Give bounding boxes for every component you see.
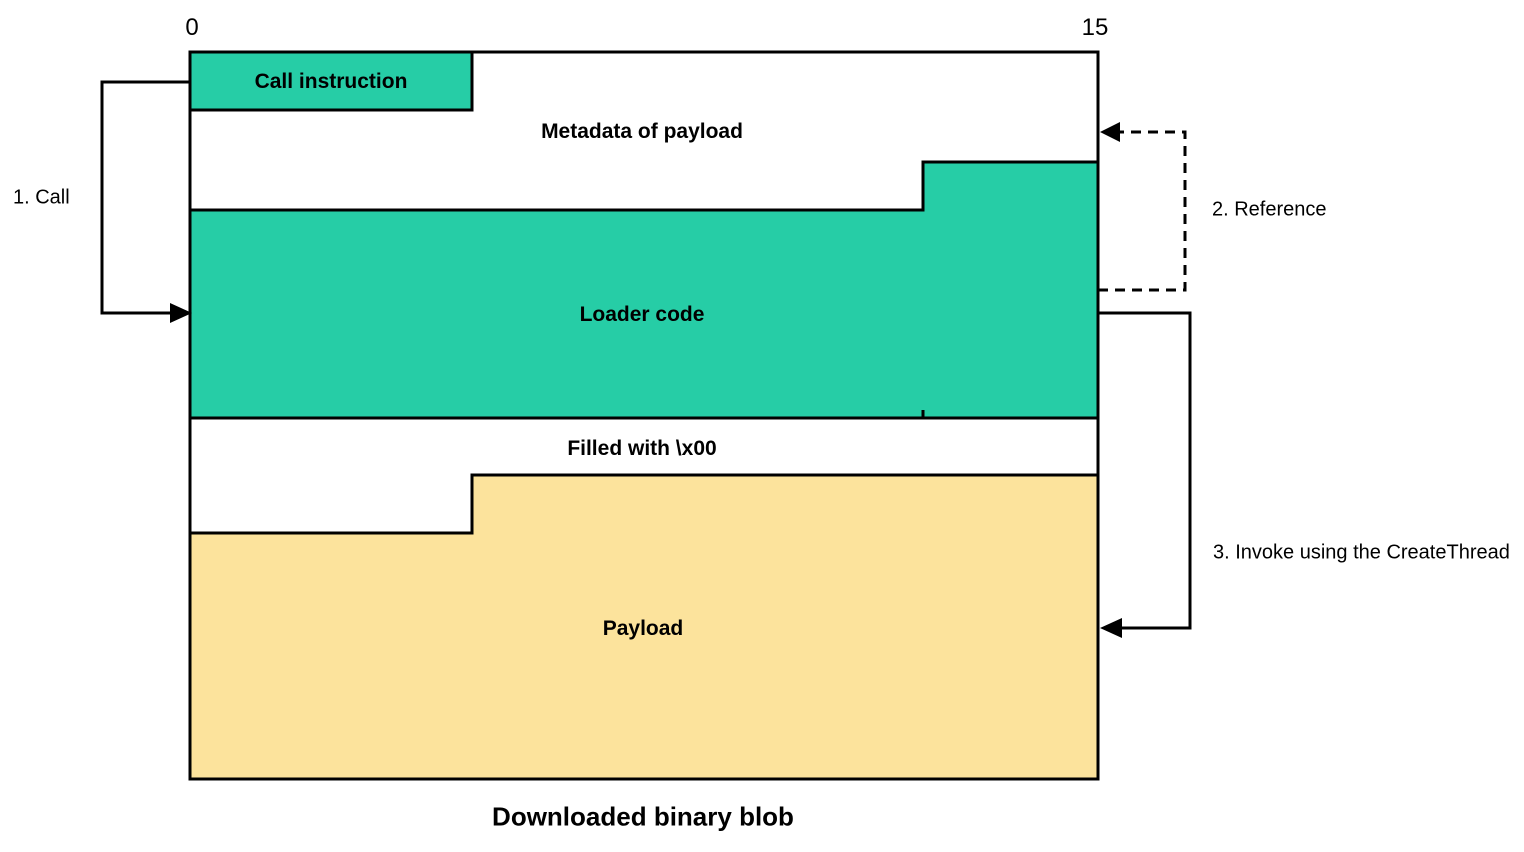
- reference-annotation: 2. Reference: [1212, 198, 1327, 221]
- reference-arrow-line: [1098, 130, 1187, 292]
- loader-code-shape: [188, 160, 1100, 420]
- call-arrow-line: [100, 80, 190, 315]
- axis-label-0: 0: [185, 14, 199, 41]
- call-arrowhead-icon: [170, 303, 192, 323]
- reference-arrowhead-icon: [1100, 122, 1120, 142]
- axis-label-15: 15: [1081, 14, 1109, 41]
- metadata-label: Metadata of payload: [541, 120, 743, 143]
- call-annotation: 1. Call: [13, 186, 70, 209]
- blob-outline: [188, 50, 1100, 781]
- loader-code-label: Loader code: [579, 303, 705, 326]
- filler-label: Filled with \x00: [567, 437, 717, 460]
- invoke-arrowhead-icon: [1100, 618, 1122, 638]
- diagram-title: Downloaded binary blob: [492, 801, 794, 832]
- payload-label: Payload: [602, 617, 684, 640]
- call-instruction-label: Call instruction: [254, 70, 408, 93]
- call-instruction-box: [188, 50, 474, 112]
- invoke-annotation: 3. Invoke using the CreateThread: [1213, 541, 1510, 564]
- invoke-arrow-line: [1098, 311, 1192, 630]
